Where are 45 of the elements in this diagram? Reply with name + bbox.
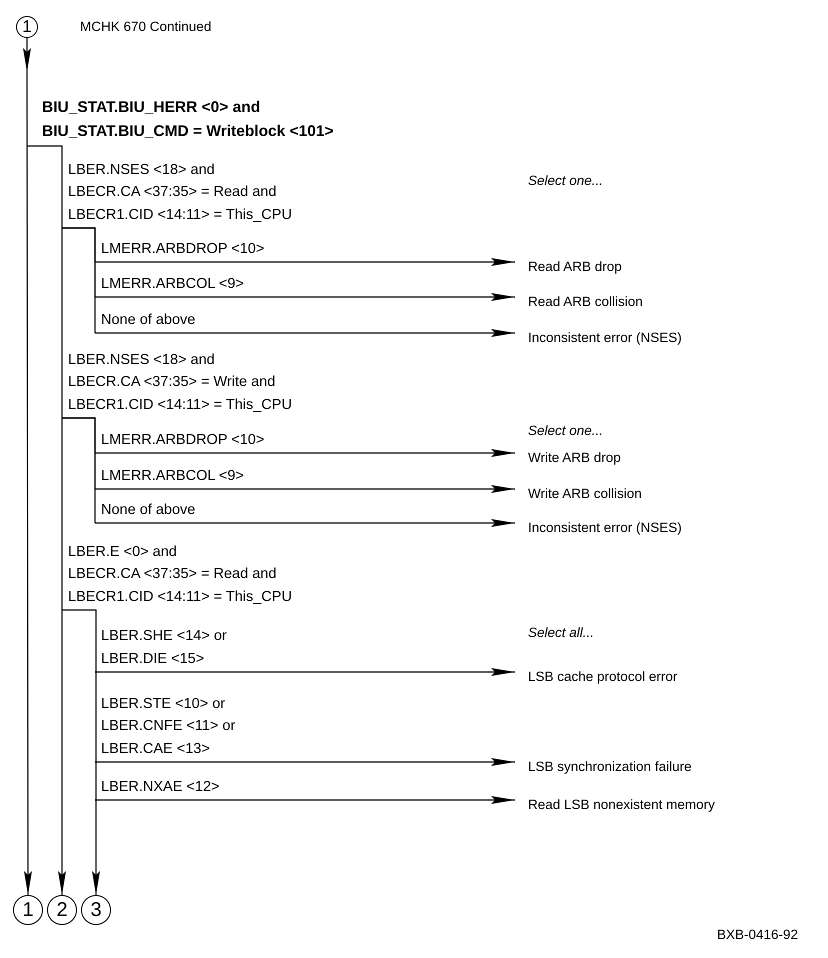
option-text: None of above [95,498,196,523]
arrow [95,519,515,527]
connector-circle: 3 [81,895,111,925]
branch-line [62,417,96,523]
arrow [95,668,515,676]
arrow [95,485,515,493]
condition-text: LBER.NSES <18> and LBECR.CA <37:35> = Write and LBECR1.CID <14:11> = This_CPU [62,348,292,418]
arrow [27,145,66,895]
branch-line [62,227,96,333]
option-text: LMERR.ARBDROP <10> [95,238,264,262]
heading-text: MCHK 670 Continued [80,18,212,36]
instruction-note: Select all... [528,624,594,642]
arrow [95,258,515,266]
result-text: Read ARB collision [515,292,643,312]
result-text: Read ARB drop [515,257,622,277]
option-text: LBER.SHE <14> or LBER.DIE <15> [95,625,227,672]
result-text: Read LSB nonexistent memory [515,795,715,815]
connector-circle: 1 [16,16,38,38]
arrow [23,38,32,895]
condition-text: LBER.NSES <18> and LBECR.CA <37:35> = Read and LBECR1.CID <14:11> = This_CPU [62,158,292,228]
result-text: Write ARB drop [515,448,621,468]
option-text: LMERR.ARBCOL <9> [95,464,244,489]
result-text: LSB synchronization failure [515,757,692,777]
result-text: Inconsistent error (NSES) [515,518,682,538]
option-text: LMERR.ARBDROP <10> [95,428,264,453]
result-text: LSB cache protocol error [515,667,678,687]
result-text: Inconsistent error (NSES) [515,328,682,348]
result-text: Write ARB collision [515,484,642,504]
arrow [95,329,515,337]
figure-code: BXB-0416-92 [717,926,798,944]
arrow [95,758,515,766]
condition-text: LBER.E <0> and LBECR.CA <37:35> = Read and LBECR1.CID <14:11> = This_CPU [62,540,292,610]
arrow [62,609,100,895]
option-text: LBER.STE <10> or LBER.CNFE <11> or LBER.CAE <13> [95,692,236,762]
option-text: LMERR.ARBCOL <9> [95,272,244,297]
arrow [95,449,515,457]
arrow [95,293,515,301]
instruction-note: Select one... [528,172,604,190]
arrow [95,796,515,804]
instruction-note: Select one... [528,422,604,440]
condition-text: BIU_STAT.BIU_HERR <0> and BIU_STAT.BIU_CMD = Writeblock <101> [27,96,334,146]
option-text: LBER.NXAE <12> [95,776,220,800]
connector-circle: 2 [47,895,77,925]
option-text: None of above [95,308,196,333]
connector-circle: 1 [13,895,43,925]
